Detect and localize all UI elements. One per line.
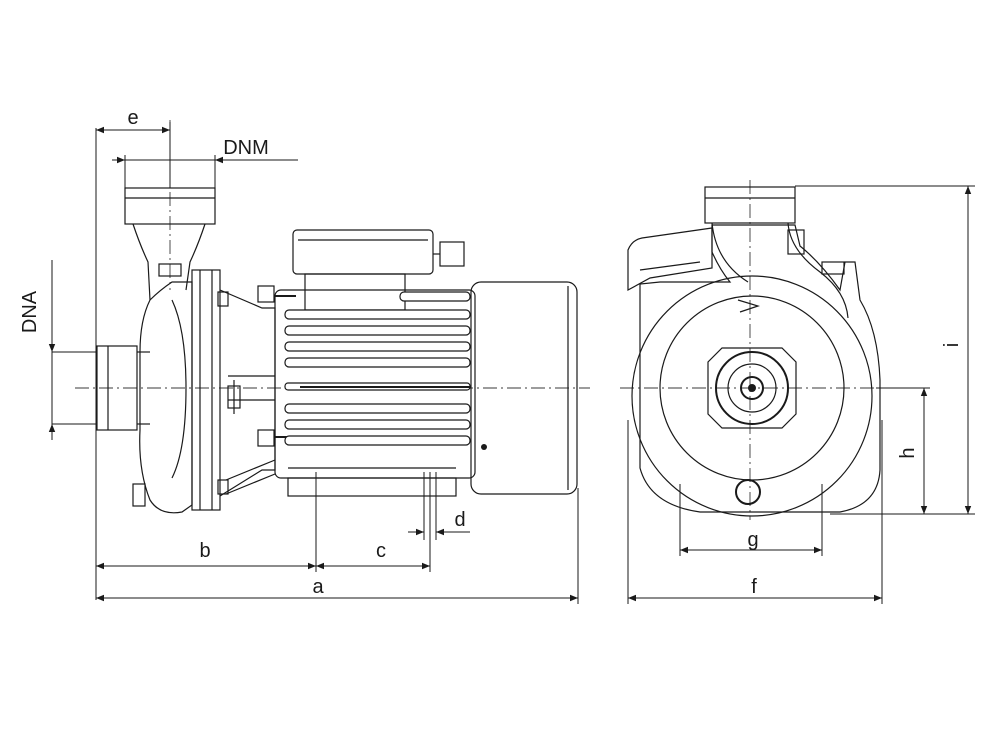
label-f: f <box>751 576 757 598</box>
dimension-i: i <box>795 185 975 514</box>
front-suction-inlet <box>707 347 797 429</box>
dimension-dna: DNA <box>19 260 97 440</box>
dimension-g: g <box>679 484 823 556</box>
dimension-e: e <box>95 107 171 600</box>
dimension-a: a <box>96 488 579 604</box>
dimension-h: h <box>830 387 975 515</box>
motor-adaptor <box>219 285 296 497</box>
label-c: c <box>376 540 386 562</box>
dimension-dnm: DNM <box>112 137 298 188</box>
front-discharge-outlet <box>704 186 849 319</box>
label-e: e <box>127 107 138 129</box>
motor-body <box>274 229 578 497</box>
label-a: a <box>312 576 324 598</box>
dimension-d: d <box>408 472 470 540</box>
dimension-f: f <box>627 420 883 604</box>
label-h: h <box>897 447 919 458</box>
label-b: b <box>199 540 210 562</box>
dimension-c: c <box>316 472 431 572</box>
label-d: d <box>454 509 465 531</box>
label-dnm: DNM <box>223 137 269 159</box>
dimension-b: b <box>96 472 317 572</box>
side-view: e DNM DNA b c <box>19 107 590 604</box>
label-i: i <box>941 343 963 347</box>
front-view: g f h i <box>620 180 975 604</box>
label-g: g <box>747 529 758 551</box>
pump-casing <box>132 263 241 514</box>
suction-inlet <box>96 345 150 431</box>
label-dna: DNA <box>19 290 41 333</box>
